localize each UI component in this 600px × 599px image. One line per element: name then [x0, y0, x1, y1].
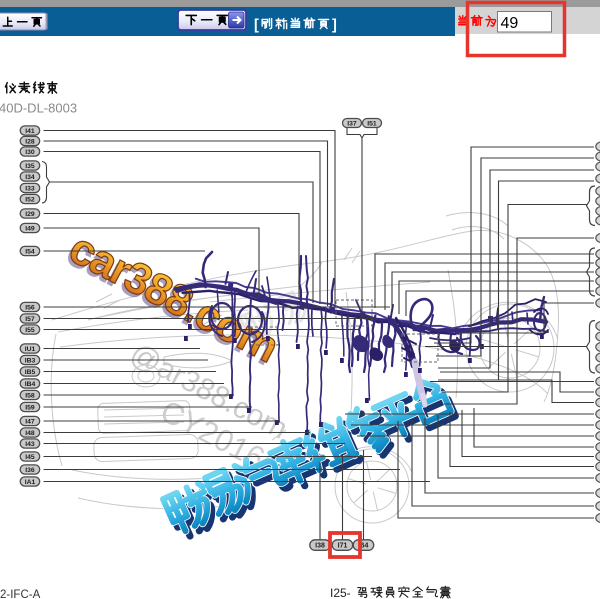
svg-text:IB5: IB5	[25, 369, 36, 376]
svg-text:I34: I34	[25, 174, 35, 181]
svg-text:I58: I58	[25, 392, 35, 399]
svg-text:49: 49	[501, 15, 519, 32]
svg-text:I64: I64	[359, 543, 369, 550]
svg-text:IA1: IA1	[25, 479, 36, 486]
svg-text:I43: I43	[25, 441, 35, 448]
svg-text:IB3: IB3	[25, 357, 36, 364]
svg-text:IU1: IU1	[25, 346, 36, 353]
svg-text:I35: I35	[25, 163, 35, 170]
svg-text:I33: I33	[25, 185, 35, 192]
svg-text:I28: I28	[25, 138, 35, 145]
svg-text:I37: I37	[347, 120, 357, 127]
svg-text:I38: I38	[315, 543, 325, 550]
svg-text:I49: I49	[25, 225, 35, 232]
svg-text:I47: I47	[25, 418, 35, 425]
svg-text:I30: I30	[25, 149, 35, 156]
svg-text:I51: I51	[367, 120, 377, 127]
svg-text:I45: I45	[25, 454, 35, 461]
svg-text:I56: I56	[25, 304, 35, 311]
svg-text:40D-DL-8003: 40D-DL-8003	[0, 101, 77, 116]
svg-text:IB4: IB4	[25, 381, 36, 388]
svg-text:I71: I71	[338, 543, 348, 550]
svg-text:I36: I36	[25, 467, 35, 474]
svg-text:I48: I48	[25, 430, 35, 437]
svg-text:I59: I59	[25, 404, 35, 411]
svg-text:2-IFC-A: 2-IFC-A	[0, 589, 41, 599]
svg-text:]: ]	[332, 18, 337, 34]
svg-text:I54: I54	[25, 248, 35, 255]
svg-text:I57: I57	[25, 316, 35, 323]
svg-text:I41: I41	[25, 128, 35, 135]
svg-text:[: [	[254, 18, 259, 34]
svg-text:I25-: I25-	[330, 586, 351, 599]
svg-text:I55: I55	[25, 327, 35, 334]
svg-text:I29: I29	[25, 211, 35, 218]
svg-text:I52: I52	[25, 196, 35, 203]
